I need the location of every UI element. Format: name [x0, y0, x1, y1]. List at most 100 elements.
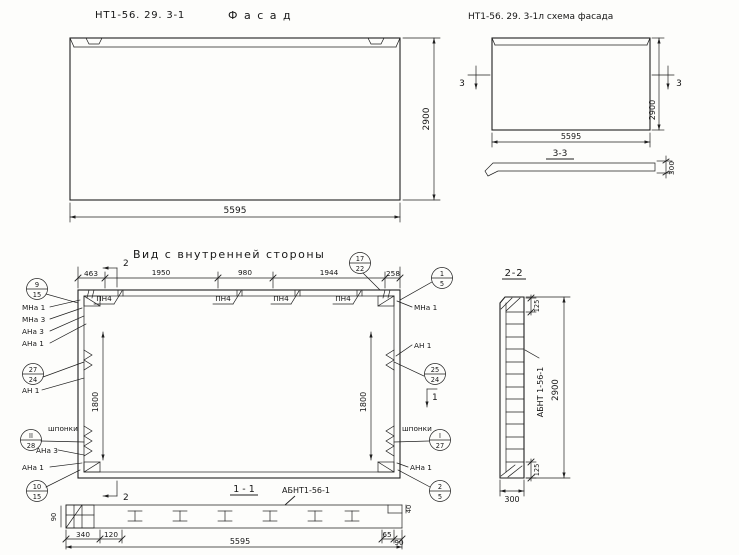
section-3-3-profile: [484, 155, 673, 179]
dim-980: 980: [238, 268, 252, 277]
section-2-mark-top: 2: [123, 259, 129, 269]
balloon-25-bot: 24: [431, 376, 439, 384]
schema-section-mark-left: 3: [459, 79, 465, 89]
balloon-27-bot: 24: [29, 376, 37, 384]
right-anchor-labels: МНа 1 АН 1 шпонки АНа 1: [395, 300, 437, 472]
section-2-2-dims: [499, 294, 571, 497]
section-2-2-profile: [499, 296, 525, 479]
dim-40-right-vertical: 40: [405, 505, 413, 513]
balloon-i-bot: 27: [436, 442, 444, 450]
dim-340: 340: [76, 530, 90, 539]
facade-code: НТ1-56. 29. 3-1: [95, 10, 185, 21]
balloon-17-top: 17: [356, 255, 364, 263]
balloon-10-top: 10: [33, 483, 41, 491]
pn4-label-4: ПН4: [335, 294, 351, 303]
label-mna3-left: МНа 3: [22, 315, 46, 324]
section-2-2-title: 2-2: [505, 268, 524, 279]
dim-1800-left: 1800: [91, 392, 100, 412]
balloon-9-bot: 15: [33, 291, 41, 299]
label-mna1-right: МНа 1: [414, 303, 437, 312]
schema-width-dim: 5595: [561, 132, 581, 141]
inner-top-dim-lines: [74, 266, 404, 289]
dim-125-bottom: 125: [533, 464, 541, 477]
dim-90-left-vertical: 90: [50, 513, 58, 521]
section-1-mark: 1: [432, 393, 438, 403]
section-1-1-profile: [65, 504, 403, 529]
schema-view: НТ1-56. 29. 3-1л схема фасада 3 3 2900 5…: [459, 12, 682, 179]
balloon-2-top: 2: [438, 483, 442, 491]
balloon-9-top: 9: [35, 281, 39, 289]
dim-65: 65: [382, 530, 391, 539]
label-an1-right: АН 1: [414, 341, 431, 350]
balloon-10-bot: 15: [33, 493, 41, 501]
balloon-2-bot: 5: [438, 493, 442, 501]
label-an1-left: АН 1: [22, 386, 39, 395]
inner-panel-outline: [77, 289, 401, 479]
pn4-label-3: ПН4: [273, 294, 289, 303]
label-shponki-left: шпонки: [48, 424, 78, 433]
balloon-1-top: 1: [440, 270, 444, 278]
balloon-i-top: I: [439, 432, 441, 440]
inner-view-title: Вид с внутренней стороны: [133, 248, 325, 261]
schema-section-title: 3-3: [553, 149, 568, 159]
label-ana3-left: АНа 3: [22, 327, 44, 336]
schema-title: НТ1-56. 29. 3-1л схема фасада: [468, 12, 613, 22]
section-2-2: 2-2: [499, 268, 571, 504]
part-label-abnt: АБНТ1-56-1: [282, 486, 330, 495]
part-label-abnt-vertical: АБНТ 1-56-1: [536, 367, 545, 418]
facade-panel-outline: [69, 37, 401, 201]
balloon-25-top: 25: [431, 366, 439, 374]
schema-section-marks: [467, 65, 675, 90]
facade-height-dim: 2900: [422, 107, 432, 130]
facade-width-dim: 5595: [224, 206, 247, 216]
corner-details: [83, 289, 395, 473]
facade-dimension-lines: [69, 37, 441, 223]
pn4-plates: ПН4 ПН4 ПН4 ПН4: [93, 289, 363, 305]
section-2-mark-bottom: 2: [123, 493, 129, 503]
section-1-mark-lines: [425, 388, 438, 408]
section-2-marks: [102, 266, 118, 498]
facade-title: Ф а с а д: [228, 9, 292, 22]
facade-view: НТ1-56. 29. 3-1 Ф а с а д 5595 2900: [69, 9, 441, 223]
pn4-label-1: ПН4: [96, 294, 112, 303]
balloon-ii-bot: 28: [27, 442, 35, 450]
schema-thickness-dim: 300: [667, 161, 676, 175]
balloon-17-bot: 22: [356, 265, 364, 273]
dim-90: 90: [394, 538, 404, 547]
balloon-27-top: 27: [29, 366, 37, 374]
part-label-leader: [284, 495, 296, 506]
dim-463: 463: [84, 269, 98, 278]
inner-view: Вид с внутренней стороны: [20, 248, 453, 503]
balloon-1-bot: 5: [440, 280, 444, 288]
shear-keys: [83, 349, 395, 457]
rib-profiles: [127, 510, 360, 522]
callout-balloons: 9 15 27 24 II 28 10 15 17 22 1 5 25 24 I…: [20, 252, 453, 502]
section-1-1-dims: [60, 504, 407, 550]
label-mna1-left: МНа 1: [22, 303, 45, 312]
dim-2900-section: 2900: [551, 379, 561, 401]
dim-258: 258: [386, 269, 400, 278]
schema-panel-outline: [491, 37, 651, 131]
schema-section-mark-right: 3: [676, 79, 682, 89]
pn4-label-2: ПН4: [215, 294, 231, 303]
label-ana3-bottom: АНа 3: [36, 446, 58, 455]
dim-125-top: 125: [533, 300, 541, 313]
label-ana1-bottom-right: АНа 1: [410, 463, 432, 472]
schema-height-dim: 2900: [648, 100, 657, 120]
section-1-1: 1 - 1 АБНТ1-56-1: [50, 484, 413, 550]
dim-1944: 1944: [320, 268, 339, 277]
schema-dimension-lines: [491, 37, 665, 148]
dim-1950: 1950: [152, 268, 171, 277]
section-1-1-title: 1 - 1: [233, 484, 255, 495]
dim-300-section: 300: [504, 495, 519, 504]
dim-120: 120: [104, 530, 118, 539]
balloon-ii-top: II: [29, 432, 33, 440]
label-shponki-right: шпонки: [402, 424, 432, 433]
dim-1800-right: 1800: [359, 392, 368, 412]
dim-5595-bottom: 5595: [230, 537, 250, 546]
label-ana1-left: АНа 1: [22, 339, 44, 348]
inner-vertical-dims: [101, 331, 373, 461]
left-anchor-labels: МНа 1 МНа 3 АНа 3 АНа 1 АН 1 шпонки АНа …: [22, 299, 87, 472]
